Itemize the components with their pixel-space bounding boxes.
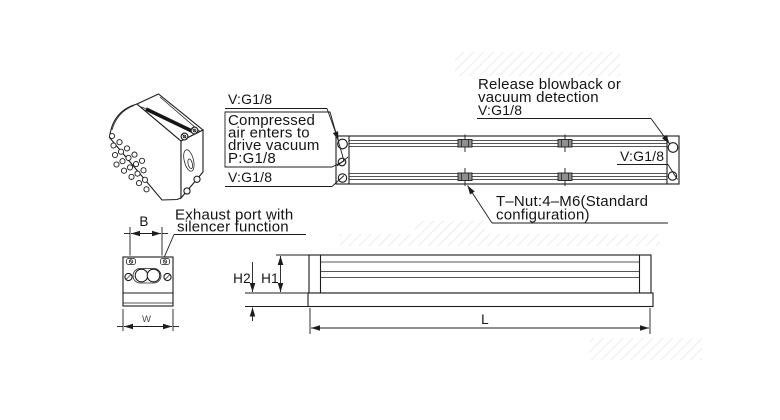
side-view <box>307 254 654 308</box>
dimension-annotations: B W H1 H2 <box>117 214 651 334</box>
t-nut <box>457 134 473 152</box>
iso-bottom-notch <box>183 187 191 195</box>
side-base-plate <box>307 292 654 308</box>
dim-h2-label: H2 <box>233 271 251 286</box>
dim-w: W <box>117 309 179 331</box>
dim-h2: H2 <box>233 262 309 321</box>
label-exhaust-2: silencer function <box>177 219 289 236</box>
label-compressed-air-3: drive vacuum <box>228 137 320 154</box>
side-upper-body <box>308 254 652 294</box>
label-t-nut-2: configuration) <box>496 207 590 224</box>
label-exhaust-1: Exhaust port with <box>175 207 293 224</box>
callout-t-nut: T–Nut:4–M6(Standard configuration) <box>467 185 668 224</box>
vacuum-hole-grid <box>108 132 150 193</box>
leader-line <box>667 164 678 180</box>
dim-h1: H1 <box>261 254 309 292</box>
callout-release: Release blowback or vacuum detection V:G… <box>477 76 670 145</box>
iso-suction-face <box>108 103 182 201</box>
t-nut <box>457 168 473 186</box>
dim-b: B <box>124 214 168 256</box>
isometric-view <box>108 93 205 201</box>
t-nut <box>557 168 573 186</box>
callouts-left: V:G1/8 Compressed air enters to drive va… <box>224 91 349 187</box>
label-port-p: P:G1/8 <box>228 150 276 167</box>
label-release-1: Release blowback or <box>478 76 621 93</box>
section-view <box>122 256 174 307</box>
label-compressed-air-2: air enters to <box>228 125 310 142</box>
label-release-port: V:G1/8 <box>478 102 522 118</box>
dim-w-label: W <box>142 314 152 325</box>
dim-l: L <box>309 308 651 334</box>
callout-box-compressed-air <box>224 111 345 168</box>
plan-rail-lines <box>349 140 667 180</box>
iso-t-slot <box>183 149 195 172</box>
exhaust-ports <box>132 268 162 284</box>
side-inner-lines <box>320 261 640 278</box>
port-v-bottom-left <box>337 173 348 183</box>
iso-arc-contour <box>111 105 135 131</box>
dim-b-label: B <box>139 214 148 229</box>
leader-line <box>650 118 670 145</box>
dim-l-label: L <box>481 312 489 327</box>
iso-port-screws <box>180 126 199 141</box>
watermark-smudges <box>340 52 702 360</box>
iso-top-slot-edge <box>141 106 194 132</box>
label-port-v-bottom: V:G1/8 <box>228 169 272 185</box>
leader-line <box>331 175 345 187</box>
section-side-screws <box>124 272 172 282</box>
t-nuts <box>457 134 573 186</box>
screw-slash <box>336 156 349 167</box>
leader-line <box>467 185 493 224</box>
label-release-2: vacuum detection <box>478 89 599 106</box>
plan-view <box>335 134 680 186</box>
callout-v-right: V:G1/8 <box>617 148 678 180</box>
iso-bottom-notch <box>193 175 201 183</box>
t-nut <box>557 134 573 152</box>
plan-body <box>335 135 680 185</box>
callout-exhaust: Exhaust port with silencer function <box>158 207 306 271</box>
label-port-v-top: V:G1/8 <box>228 91 272 107</box>
port-release-right <box>667 142 679 153</box>
label-compressed-air-1: Compressed <box>228 112 315 129</box>
dim-h1-label: H1 <box>261 271 279 286</box>
label-t-nut-1: T–Nut:4–M6(Standard <box>496 193 648 210</box>
section-outline <box>122 256 174 307</box>
label-port-v-right: V:G1/8 <box>620 148 664 164</box>
section-corner-screws <box>126 258 170 265</box>
